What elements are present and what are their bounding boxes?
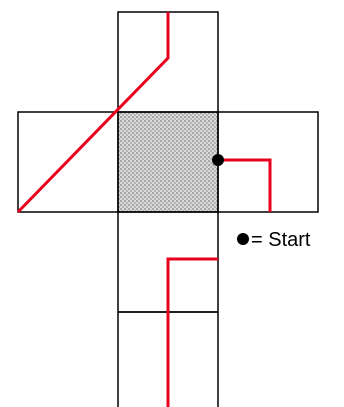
- path-segment-lower: [166, 257, 218, 407]
- right-panel: [217, 111, 319, 213]
- legend-dot-icon: [237, 233, 249, 245]
- path-segment-top: [16, 12, 170, 214]
- start-marker: [212, 154, 224, 166]
- legend: = Start: [237, 229, 311, 251]
- legend-label: = Start: [251, 229, 311, 251]
- path-segment-right: [218, 158, 272, 212]
- center-panel: [118, 112, 218, 212]
- red-path: [16, 12, 272, 407]
